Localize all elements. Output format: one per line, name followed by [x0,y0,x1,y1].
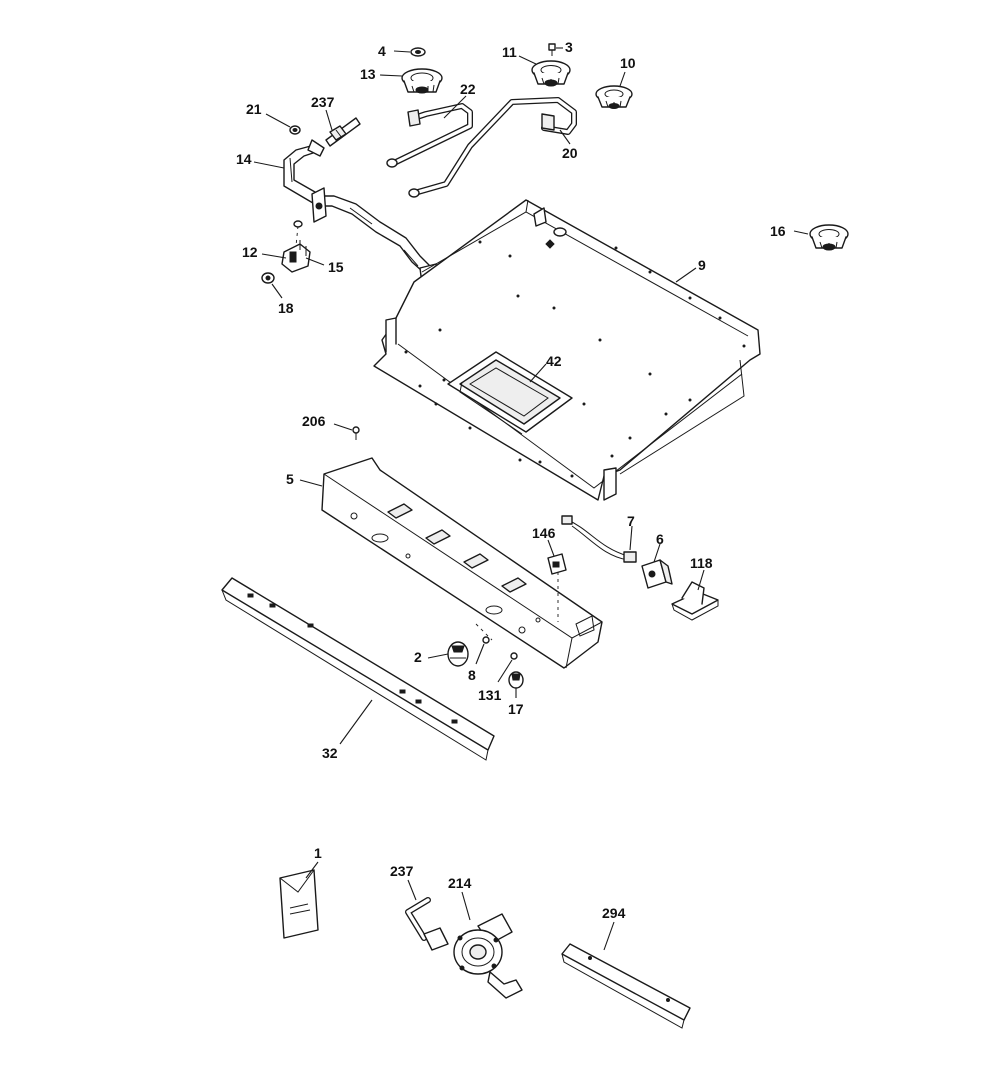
callout-118: 118 [690,555,713,571]
callout-1: 1 [314,845,322,861]
screw-131 [510,652,518,660]
switch-6 [641,559,673,589]
access-panel-42 [447,351,573,435]
bracket-294 [561,943,691,1029]
control-panel-5 [321,457,603,669]
callout-206: 206 [302,413,326,429]
callout-237-top: 237 [311,94,335,110]
callout-18: 18 [278,300,294,316]
callout-10: 10 [620,55,636,71]
callout-17: 17 [508,701,524,717]
callout-20: 20 [562,145,578,161]
callout-6: 6 [656,531,664,547]
callout-21: 21 [246,101,262,117]
callout-237-bottom: 237 [390,863,414,879]
trim-strip-32 [221,577,495,761]
callout-9: 9 [698,257,706,273]
bracket-146 [547,553,567,575]
screw-8 [475,623,493,644]
callout-2: 2 [414,649,422,665]
callout-12: 12 [242,244,258,260]
wire-harness-7 [561,515,637,563]
callout-7: 7 [627,513,635,529]
pressure-regulator-214 [453,913,523,999]
orifice-237-top [325,117,361,147]
valve-bracket-12 [281,220,311,273]
callout-14: 14 [236,151,252,167]
gas-tube-20 [408,97,577,198]
callout-4: 4 [378,43,386,59]
callout-5: 5 [286,471,294,487]
callout-8: 8 [468,667,476,683]
gas-tube-22 [386,103,473,168]
callout-32: 32 [322,745,338,761]
burner-head-11 [531,60,571,87]
burner-head-16 [809,224,849,251]
part-118 [671,581,719,621]
callout-16: 16 [770,223,786,239]
callout-15: 15 [328,259,344,275]
knob-17 [508,671,524,689]
callout-13: 13 [360,66,376,82]
elbow-tube-237 [405,897,449,951]
callout-294: 294 [602,905,626,921]
screw-206 [352,426,360,440]
fitting-21 [289,125,301,135]
callout-3: 3 [565,39,573,55]
callout-146: 146 [532,525,556,541]
callout-131: 131 [478,687,502,703]
burner-head-13 [401,68,443,94]
callout-11: 11 [502,44,517,60]
callout-42: 42 [546,353,562,369]
burner-box-9 [373,199,761,501]
nut-4 [410,47,426,57]
callout-labels: 4 3 11 13 10 22 21 237 20 14 16 9 12 15 … [236,39,786,921]
callout-214: 214 [448,875,472,891]
callout-22: 22 [460,81,476,97]
nut-18 [261,272,275,284]
knob-2 [447,641,469,667]
leader-lines [253,47,809,951]
burner-head-10 [595,85,633,109]
screw-3 [548,43,556,56]
literature-packet-1 [279,869,319,939]
